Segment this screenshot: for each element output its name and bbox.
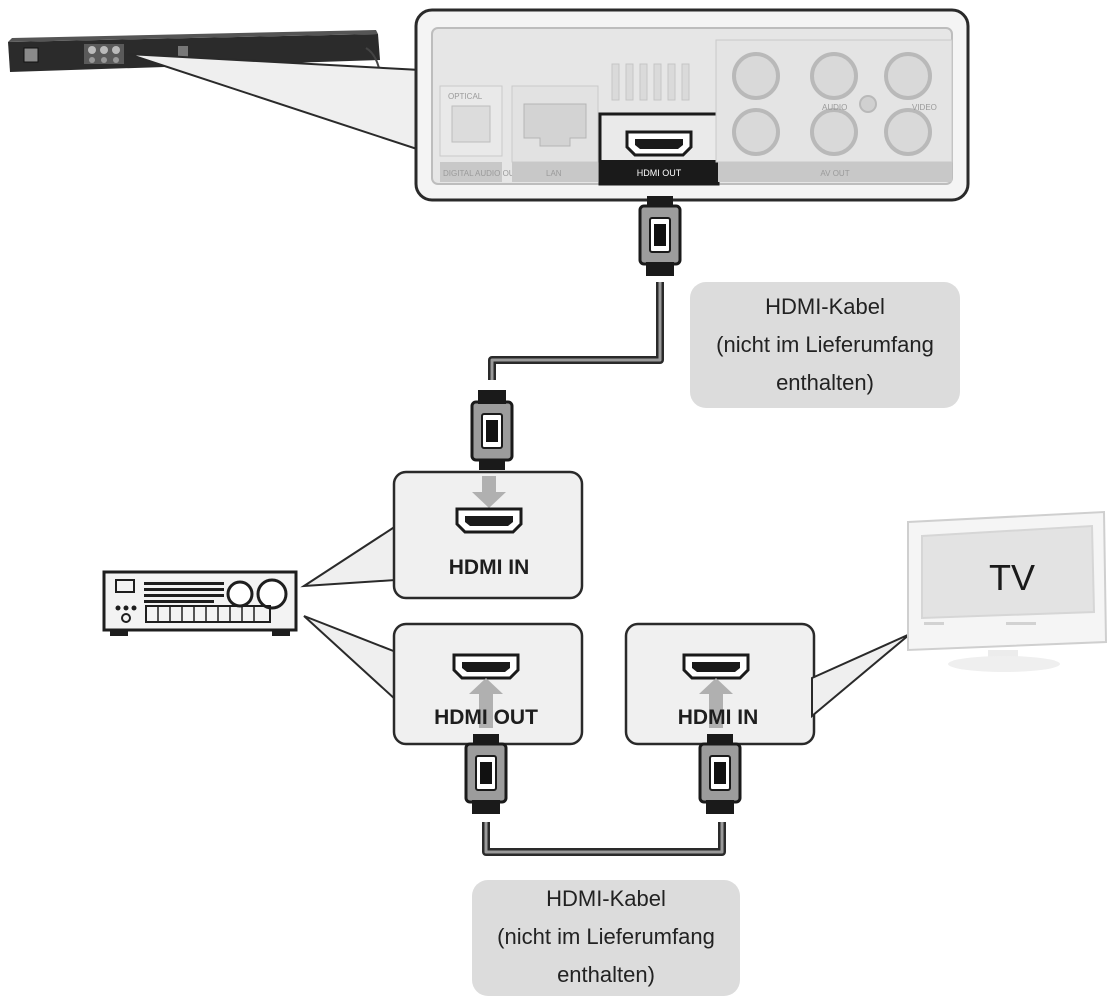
hdmi-plug-tv-in bbox=[698, 732, 742, 816]
optical-label: OPTICAL bbox=[448, 92, 483, 101]
cable-note-top-line-1: HDMI-Kabel bbox=[765, 294, 885, 319]
av-out-label: AV OUT bbox=[820, 169, 849, 178]
lan-label: LAN bbox=[546, 169, 562, 178]
video-label: VIDEO bbox=[912, 103, 937, 112]
hdmi-plug-player bbox=[638, 194, 682, 278]
player-rear-panel: OPTICAL DIGITAL AUDIO OUT LAN HDMI OUT A… bbox=[414, 8, 970, 202]
receiver-hdmi-out-label: HDMI OUT bbox=[434, 706, 538, 729]
tv-label: TV bbox=[989, 557, 1035, 598]
cable-note-bottom-line-1: HDMI-Kabel bbox=[546, 886, 666, 911]
receiver-in-callout-wedge bbox=[300, 524, 397, 588]
hdmi-plug-receiver-out bbox=[464, 732, 508, 816]
cable-note-bottom: HDMI-Kabel (nicht im Lieferumfang enthal… bbox=[472, 880, 740, 996]
cable-note-bottom-line-2: (nicht im Lieferumfang bbox=[497, 924, 715, 949]
cable-note-top-line-3: enthalten) bbox=[776, 370, 874, 395]
audio-label: AUDIO bbox=[822, 103, 847, 112]
receiver-hdmi-out-panel: HDMI OUT bbox=[392, 622, 584, 746]
cable-receiver-to-tv bbox=[482, 822, 726, 856]
tv-hdmi-in-panel: HDMI IN bbox=[624, 622, 816, 746]
receiver-out-callout-wedge bbox=[303, 615, 397, 703]
hdmi-out-port-label: HDMI OUT bbox=[637, 168, 682, 178]
cable-player-to-receiver bbox=[488, 282, 664, 380]
receiver-hdmi-in-label: HDMI IN bbox=[449, 556, 530, 579]
av-receiver bbox=[102, 570, 298, 636]
zoom-callout-wedge bbox=[127, 53, 421, 152]
television: TV bbox=[907, 510, 1108, 672]
tv-hdmi-in-label: HDMI IN bbox=[678, 706, 759, 729]
digital-audio-out-label: DIGITAL AUDIO OUT bbox=[443, 169, 520, 178]
cable-note-top-line-2: (nicht im Lieferumfang bbox=[716, 332, 934, 357]
receiver-hdmi-in-panel: HDMI IN bbox=[392, 470, 584, 600]
cable-note-top: HDMI-Kabel (nicht im Lieferumfang enthal… bbox=[690, 282, 960, 408]
tv-callout-wedge bbox=[811, 633, 911, 719]
cable-note-bottom-line-3: enthalten) bbox=[557, 962, 655, 987]
hdmi-plug-receiver-in bbox=[470, 388, 514, 472]
